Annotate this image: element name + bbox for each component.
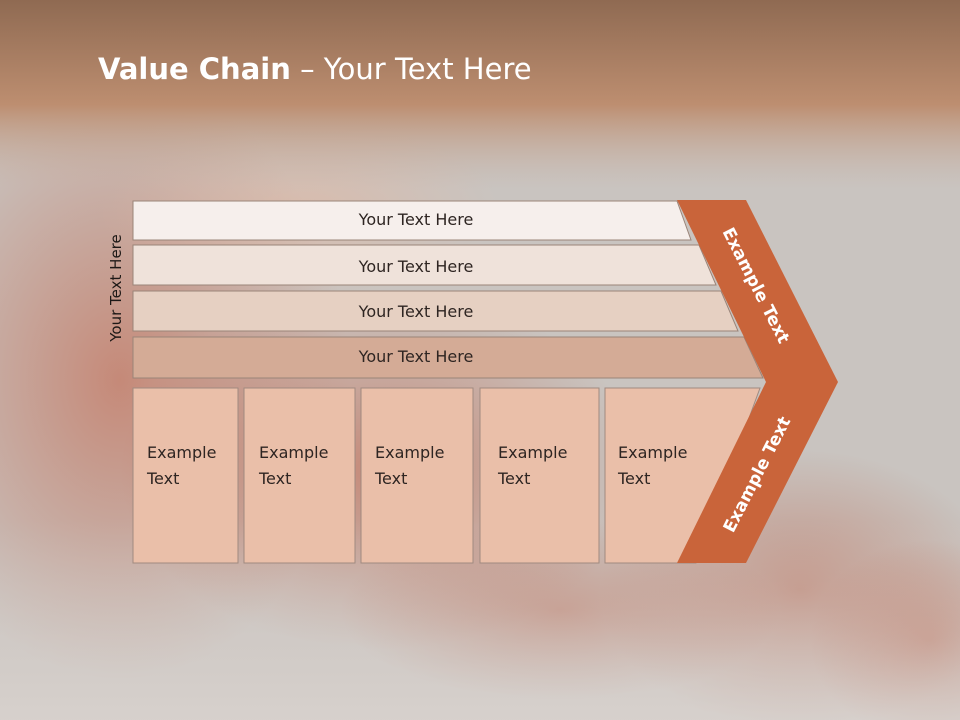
- reflection-label-line1: Example: [375, 670, 444, 689]
- primary-activity-box-shape: [132, 387, 239, 564]
- primary-activity-box-label-line2: Text: [617, 469, 650, 488]
- support-bar-label: Your Text Here: [358, 210, 474, 229]
- primary-activity-box-label-line2: Text: [146, 469, 179, 488]
- primary-activity-box: Example Text: [604, 387, 761, 564]
- reflection-label-line1: Example: [618, 670, 687, 689]
- margin-arrow-lower: [677, 382, 838, 563]
- support-bar-shape: [132, 244, 717, 286]
- slide-title-rest: – Your Text Here: [290, 52, 532, 86]
- support-bar-shape: [132, 336, 764, 379]
- side-label: Your Text Here: [107, 234, 125, 342]
- reflection-label-line2: Text: [497, 644, 530, 663]
- primary-activity-box: Example Text: [479, 387, 600, 564]
- reflection-label-line1: Example: [259, 670, 328, 689]
- support-bar-label: Your Text Here: [358, 302, 474, 321]
- primary-activity-box: Example Text: [243, 387, 356, 564]
- support-bar: Your Text Here: [132, 200, 692, 241]
- reflection-label-line1: Example: [498, 670, 567, 689]
- primary-activity-box-label-line2: Text: [258, 469, 291, 488]
- primary-activity-box: Example Text: [132, 387, 239, 564]
- support-bar-shape: [132, 200, 692, 241]
- support-bar: Your Text Here: [132, 290, 739, 332]
- support-bar-label: Your Text Here: [358, 257, 474, 276]
- primary-activity-box-shape: [360, 387, 474, 564]
- primary-activity-box-label-line1: Example: [375, 443, 444, 462]
- reflection-label-line1: Example: [147, 670, 216, 689]
- reflection-label-line2: Text: [258, 644, 291, 663]
- primary-activity-box-label-line2: Text: [497, 469, 530, 488]
- primary-activity-box-shape: [243, 387, 356, 564]
- reflection-label-line2: Text: [374, 644, 407, 663]
- primary-activity-box-label-line1: Example: [618, 443, 687, 462]
- slide-title: Value Chain – Your Text Here: [98, 52, 532, 86]
- reflection-label-line2: Text: [146, 644, 179, 663]
- support-bar: Your Text Here: [132, 336, 764, 379]
- primary-activity-box-label-line1: Example: [147, 443, 216, 462]
- primary-activity-box-label-line1: Example: [498, 443, 567, 462]
- primary-activity-box-label-line1: Example: [259, 443, 328, 462]
- margin-arrow-upper: [677, 200, 838, 382]
- reflection-label-line2: Text: [617, 644, 650, 663]
- reflection: Example Text Example Text Example Text E…: [132, 568, 823, 720]
- primary-activity-box-label-line2: Text: [374, 469, 407, 488]
- support-bar: Your Text Here: [132, 244, 717, 286]
- support-bar-label: Your Text Here: [358, 347, 474, 366]
- primary-activity-box-shape: [479, 387, 600, 564]
- support-bar-shape: [132, 290, 739, 332]
- slide-title-bold: Value Chain: [98, 52, 291, 86]
- margin-arrow: Example Text Example Text: [677, 200, 838, 563]
- primary-activity-box: Example Text: [360, 387, 474, 564]
